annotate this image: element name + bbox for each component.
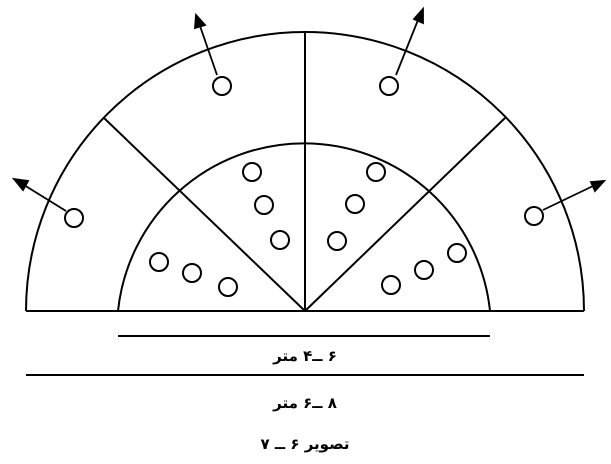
inner-circle bbox=[414, 260, 434, 280]
arrow-upper-right bbox=[395, 6, 424, 76]
arrow-right bbox=[542, 179, 607, 211]
inner-circle bbox=[149, 252, 169, 272]
inner-circle bbox=[270, 230, 290, 250]
divider-right bbox=[304, 117, 506, 312]
outer-circle bbox=[212, 76, 232, 96]
inner-circle bbox=[327, 231, 347, 251]
inner-circle bbox=[182, 263, 202, 283]
inner-circle bbox=[254, 195, 274, 215]
outer-circle bbox=[379, 76, 399, 96]
outer-circle bbox=[524, 206, 544, 226]
inner-circle bbox=[381, 275, 401, 295]
arrow-upper-left bbox=[194, 12, 218, 76]
inner-dimension-label: ۶ ــ۴ متر bbox=[272, 347, 337, 365]
outer-dimension-label: ۸ ــ۶ متر bbox=[272, 394, 337, 412]
inner-circle bbox=[345, 194, 365, 214]
inner-circle bbox=[366, 162, 386, 182]
inner-circle bbox=[218, 277, 238, 297]
inner-circle bbox=[242, 162, 262, 182]
figure-caption: تصویر ۶ ــ ۷ bbox=[260, 435, 349, 453]
inner-circle bbox=[447, 243, 467, 263]
arrow-left bbox=[11, 177, 67, 212]
divider-left bbox=[103, 117, 306, 312]
outer-circle bbox=[64, 208, 84, 228]
